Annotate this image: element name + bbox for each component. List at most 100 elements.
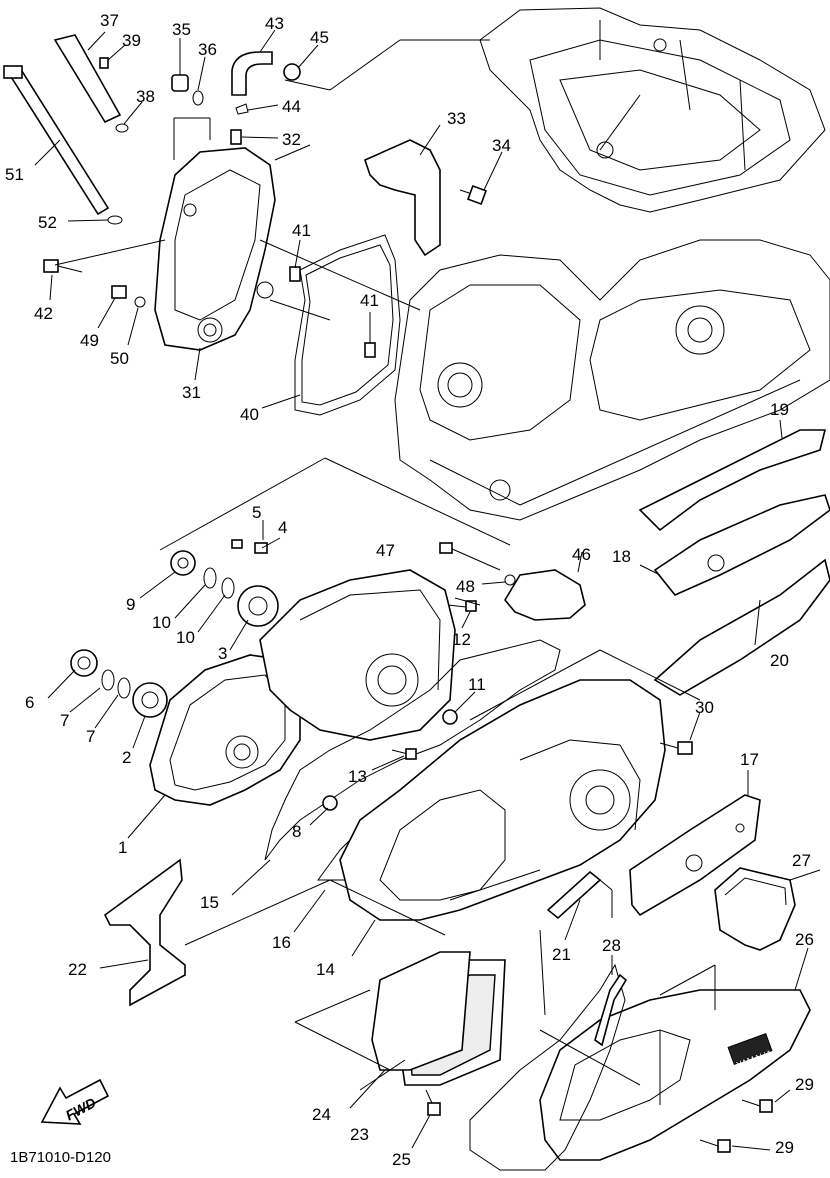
panel-22 [103,858,186,1007]
callout-27: 27 [792,851,811,870]
callout-7b: 7 [86,727,95,746]
callout-38: 38 [136,87,155,106]
callout-16: 16 [272,933,291,952]
callout-50: 50 [110,349,129,368]
bolt-29b [699,1139,731,1153]
callout-20: 20 [770,651,789,670]
callout-33: 33 [447,109,466,128]
callout-6: 6 [25,693,34,712]
oring-7b [117,677,131,699]
callout-34: 34 [492,136,511,155]
callout-3: 3 [218,644,227,663]
washer-48 [504,574,516,586]
seal-9 [170,550,196,576]
clip-44 [235,103,249,115]
panel-18 [653,494,830,596]
callout-1: 1 [118,838,127,857]
rod-51 [3,65,110,216]
outer-cover-26: YAMAHA [539,989,811,1161]
upper-crankcase [479,7,826,213]
callout-52: 52 [38,213,57,232]
nut-11 [442,709,458,725]
gasket-40 [294,234,401,416]
callout-28: 28 [602,936,621,955]
callout-11: 11 [468,675,486,694]
gasket-15 [264,639,561,861]
dowel-pin-41a [289,266,301,282]
callout-17: 17 [740,750,759,769]
duct-27 [714,867,796,951]
callout-30: 30 [695,698,714,717]
screw-39 [99,57,109,69]
crankcase [394,239,830,521]
callout-37: 37 [100,11,119,30]
panel-19 [638,429,827,532]
callout-32: 32 [282,130,301,149]
callout-labels: 1 2 3 4 5 6 7 7 8 9 10 10 11 12 13 14 15… [5,11,814,1169]
strip-21 [546,870,602,920]
washer-50 [134,296,146,308]
dowel-pin-41b [364,342,376,358]
callout-49: 49 [80,331,99,350]
fwd-arrow-icon: FWD [40,1078,110,1125]
hose-43 [231,51,273,96]
callout-47: 47 [376,541,395,560]
callout-41b: 41 [360,291,379,310]
callout-7a: 7 [60,711,69,730]
circlip-38 [115,123,129,133]
bolt-13 [391,748,417,760]
callout-10a: 10 [152,613,171,632]
callout-39: 39 [122,31,141,50]
callout-42: 42 [34,304,53,323]
callout-40: 40 [240,405,259,424]
callout-18: 18 [612,547,631,566]
callout-51: 51 [5,165,24,184]
callout-15: 15 [200,893,219,912]
callout-14: 14 [316,960,335,979]
oil-seal-6 [70,649,98,677]
plate-4 [254,542,268,554]
callout-8: 8 [292,822,301,841]
oring-36 [192,90,204,106]
callout-4: 4 [278,518,287,537]
leader-lines-upper [34,29,641,409]
callout-45: 45 [310,28,329,47]
callout-9: 9 [126,595,135,614]
crankcase-cover-1 [149,654,301,806]
seal-52 [107,215,123,225]
bolt-49 [111,285,127,299]
callout-41a: 41 [292,221,311,240]
callout-25: 25 [392,1150,411,1169]
callout-43: 43 [265,14,284,33]
bolt-29a [741,1099,773,1113]
bolt-5 [231,539,243,549]
oring-10b [221,577,235,599]
callout-29b: 29 [775,1138,794,1157]
bearing-2 [132,682,168,718]
filter-frame-24 [371,951,471,1071]
bolt-25 [425,1089,441,1116]
callout-46: 46 [572,545,591,564]
crankcase-cover-inner [259,569,456,741]
callout-22: 22 [68,960,87,979]
callout-13: 13 [348,767,367,786]
bolt-42 [43,259,83,273]
callout-19: 19 [770,400,789,419]
callout-31: 31 [182,383,201,402]
callout-23: 23 [350,1125,369,1144]
bolt-34 [459,185,487,205]
bracket-46 [504,569,586,621]
callout-21: 21 [552,945,571,964]
cap-35 [171,74,189,92]
callout-35: 35 [172,20,191,39]
leader-lines-lower [47,419,821,1151]
bolt-12 [447,600,477,612]
callout-26: 26 [795,930,814,949]
clamp-45 [283,63,301,81]
bracket-33 [364,139,441,257]
oring-7a [101,669,115,691]
callout-36: 36 [198,40,217,59]
callout-44: 44 [282,97,301,116]
panel-20 [653,558,830,696]
callout-48: 48 [456,577,475,596]
